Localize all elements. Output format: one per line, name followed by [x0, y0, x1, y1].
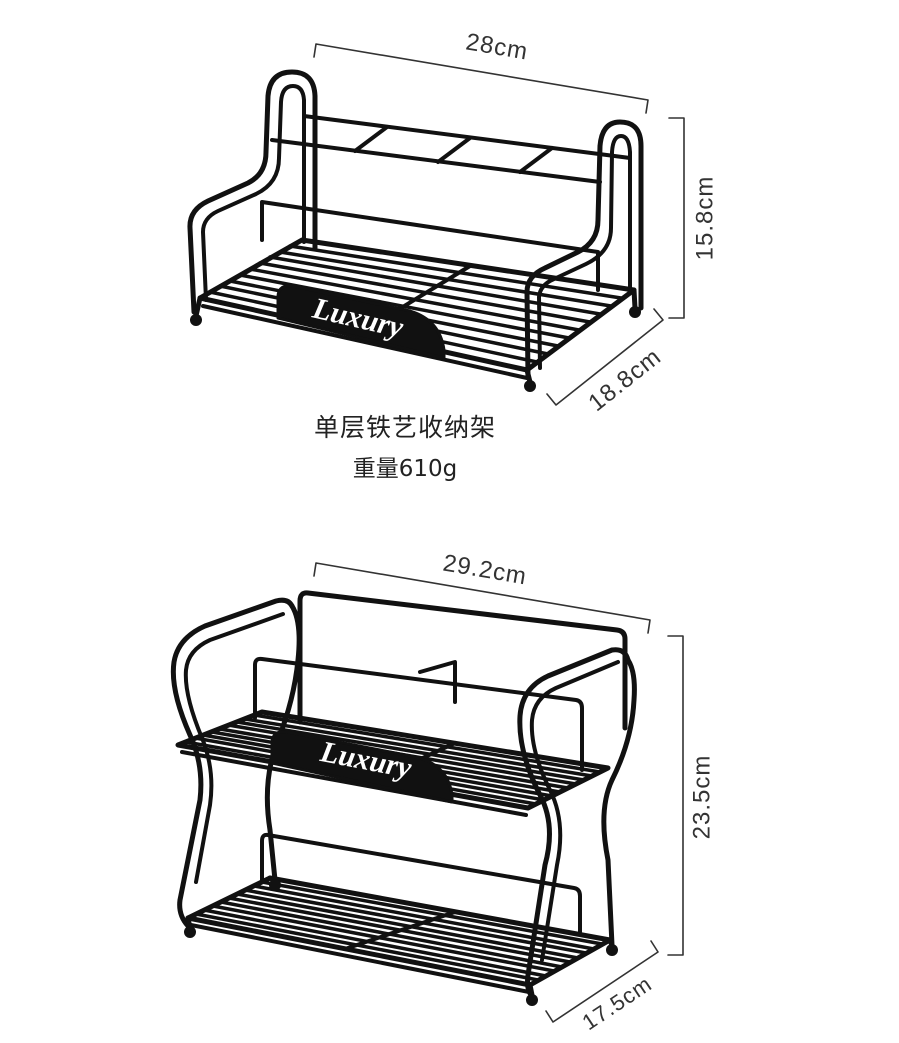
- double-tier-back-panel: [297, 590, 628, 731]
- tray-slat: [211, 904, 556, 973]
- height-label: 15.8cm: [692, 176, 719, 261]
- upper-shelf-divider-bracket: [418, 660, 457, 704]
- double-tier-right-frame: [517, 647, 637, 999]
- depth-label: 17.5cm: [578, 971, 657, 1035]
- single-tier-rack: Luxury: [187, 69, 644, 392]
- width-dimension-line: [313, 562, 651, 634]
- single-tier-right-frame: [524, 119, 644, 381]
- double-tier-left-frame: [170, 597, 302, 929]
- width-dimension: 29.2cm: [313, 550, 651, 634]
- tray-slat: [243, 888, 588, 955]
- single-tier-tray-front-lip: [201, 304, 529, 380]
- top-holder-divider: [353, 125, 389, 153]
- right-frame-back-wire: [601, 657, 637, 948]
- tray-slat: [252, 884, 596, 951]
- left-frame-inner-wire: [183, 612, 285, 884]
- front-left-leg: [193, 295, 203, 319]
- back-right-leg: [631, 287, 638, 311]
- top-holder-back-rail: [302, 114, 632, 160]
- right-frame-outer-wire: [524, 119, 644, 381]
- depth-label: 18.8cm: [583, 343, 666, 417]
- tray-slat: [235, 720, 586, 782]
- product-weight-caption: 重量610g: [352, 456, 458, 482]
- single-tier-back-rail: [260, 200, 600, 292]
- logo-plate-background: [276, 284, 446, 360]
- tray-slat: [194, 912, 540, 982]
- left-frame-outer-wire: [187, 69, 318, 315]
- left-frame-back-wire: [264, 603, 302, 883]
- foot: [526, 994, 538, 1006]
- tray-slat: [252, 713, 602, 774]
- lower-shelf-back-guard: [260, 832, 582, 934]
- lower-shelf-support-wire: [343, 910, 457, 951]
- height-dimension-line: [668, 117, 685, 319]
- top-holder-divider: [436, 136, 472, 164]
- width-dimension: 28cm: [313, 28, 649, 114]
- foot: [184, 926, 196, 938]
- foot: [629, 306, 641, 318]
- height-dimension-line: [667, 635, 684, 956]
- upper-shelf-front-lip: [180, 750, 528, 817]
- width-label: 29.2cm: [441, 550, 529, 591]
- foot: [269, 879, 281, 891]
- tray-slat: [243, 717, 594, 778]
- height-dimension: 23.5cm: [667, 635, 716, 956]
- top-holder-divider: [518, 146, 554, 174]
- left-frame-inner-wire: [201, 84, 306, 302]
- height-dimension: 15.8cm: [668, 117, 719, 319]
- width-label: 28cm: [464, 28, 530, 65]
- foot: [190, 314, 202, 326]
- depth-dimension-line: [546, 308, 664, 406]
- front-right-leg: [527, 982, 535, 998]
- tray-slat: [202, 908, 548, 978]
- right-frame-inner-wire: [537, 134, 632, 370]
- right-frame-front-wire: [517, 647, 631, 999]
- height-label: 23.5cm: [689, 755, 716, 840]
- width-dimension-line: [313, 43, 649, 114]
- depth-dimension-line: [545, 940, 659, 1023]
- right-frame-inner-wire: [529, 660, 620, 962]
- upper-shelf-back-guard: [253, 656, 584, 772]
- depth-dimension: 18.8cm: [546, 308, 667, 417]
- single-tier-top-holder: [270, 114, 632, 184]
- tray-slat: [288, 244, 623, 300]
- foot: [524, 380, 536, 392]
- front-right-leg: [524, 367, 533, 385]
- left-frame-front-wire: [170, 597, 295, 929]
- foot: [606, 944, 618, 956]
- lower-shelf-front-lip: [189, 923, 531, 994]
- top-holder-front-rail: [270, 138, 602, 184]
- double-tier-rack: Luxury: [170, 590, 637, 1006]
- product-name-caption: 单层铁艺收纳架: [313, 413, 496, 442]
- logo-plate-background: [270, 730, 454, 804]
- single-tier-left-frame: [187, 69, 318, 315]
- single-tier-logo-plate: Luxury: [276, 284, 446, 360]
